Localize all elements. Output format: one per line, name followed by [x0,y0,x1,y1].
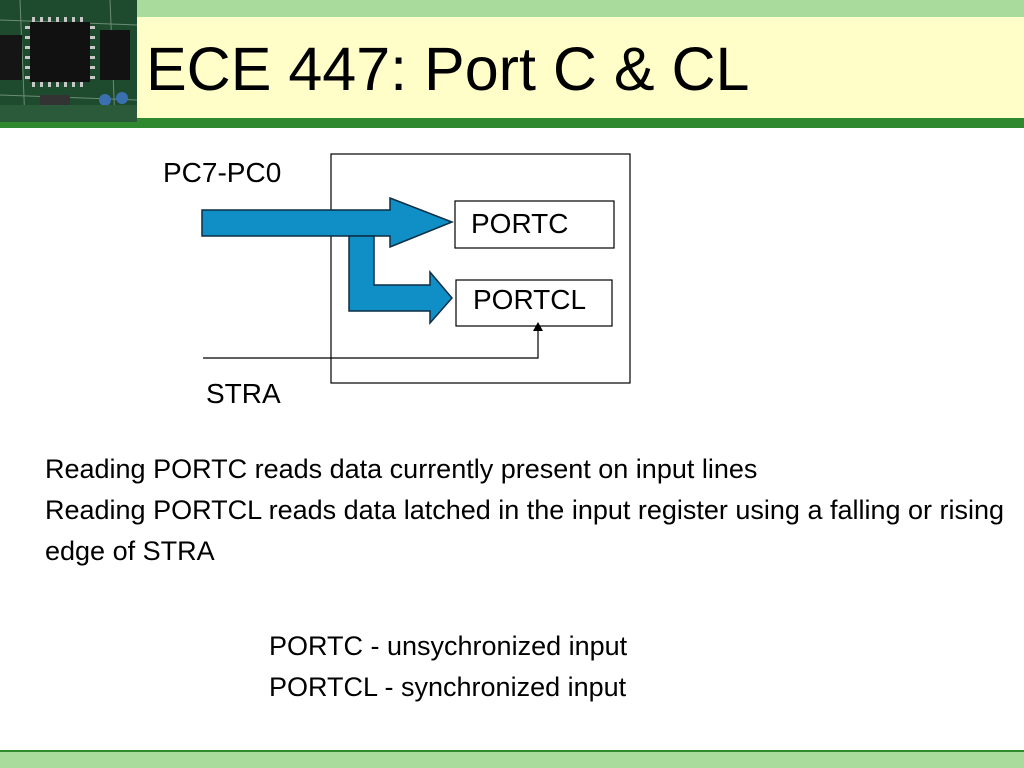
stra-label: STRA [206,378,281,409]
title-rule [0,118,1024,128]
summary-line-portc: PORTC - unsychronized input [269,631,628,661]
stra-arrowhead [533,322,543,331]
summary-line-portcl: PORTCL - synchronized input [269,672,627,702]
description-line-portc: Reading PORTC reads data currently prese… [45,454,758,484]
portcl-label: PORTCL [473,284,586,315]
title-band [137,17,1024,118]
slide-title: ECE 447: Port C & CL [146,35,750,103]
description-text: Reading PORTC reads data currently prese… [45,449,1015,572]
mcu-boundary-box [330,153,631,384]
data-bus-arrow-portc [201,196,455,249]
data-bus-arrow-portcl [348,235,453,325]
stra-strobe-line [203,329,539,359]
input-lines-label: PC7-PC0 [163,157,281,188]
footer-band [0,750,1024,768]
summary-text: PORTC - unsychronized input PORTCL - syn… [269,626,627,708]
portcl-register-box [455,279,613,327]
header-stripe [0,0,1024,17]
portc-register-box [454,200,615,249]
circuit-board-image [0,0,137,122]
description-line-portcl: Reading PORTCL reads data latched in the… [45,495,1005,566]
portc-label: PORTC [471,208,569,239]
